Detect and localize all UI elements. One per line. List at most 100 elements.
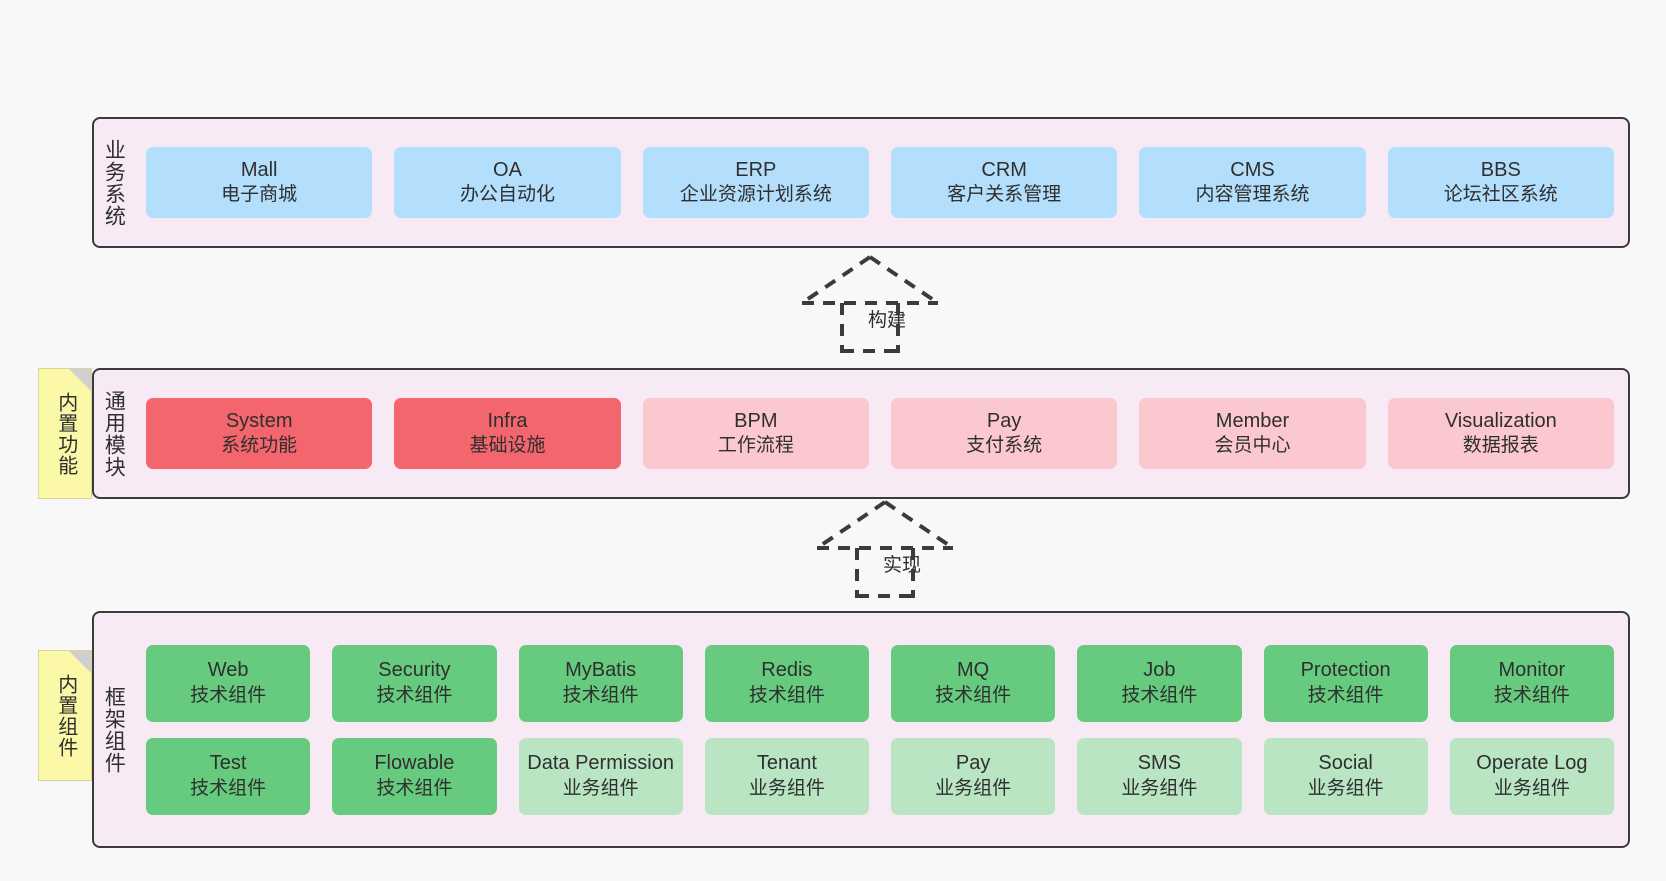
node-erp[interactable]: ERP 企业资源计划系统 xyxy=(642,147,869,218)
node-bbs[interactable]: BBS 论坛社区系统 xyxy=(1387,147,1614,218)
node-subtitle: 技术组件 xyxy=(935,684,1012,706)
node-test[interactable]: Test 技术组件 xyxy=(146,737,311,815)
node-title: Web xyxy=(207,659,249,682)
node-job[interactable]: Job 技术组件 xyxy=(1077,644,1242,722)
node-subtitle: 技术组件 xyxy=(190,777,267,799)
node-subtitle: 业务组件 xyxy=(1121,777,1198,799)
node-web[interactable]: Web 技术组件 xyxy=(146,644,311,722)
node-title: Flowable xyxy=(374,752,455,775)
node-subtitle: 系统功能 xyxy=(221,435,298,457)
layer-framework-component: 框架组件 Web 技术组件 Security 技术组件 MyBatis 技术组件… xyxy=(92,611,1630,848)
node-title: Security xyxy=(378,659,451,682)
node-title: MQ xyxy=(957,659,990,682)
node-title: SMS xyxy=(1137,752,1182,775)
node-title: BBS xyxy=(1480,158,1521,181)
node-subtitle: 技术组件 xyxy=(190,684,267,706)
note-builtin-function: 内置功能 xyxy=(38,368,92,499)
node-title: MyBatis xyxy=(565,659,637,682)
node-subtitle: 工作流程 xyxy=(717,435,794,457)
node-mall[interactable]: Mall 电子商城 xyxy=(146,147,373,218)
node-title: Visualization xyxy=(1444,409,1557,432)
node-system[interactable]: System 系统功能 xyxy=(146,398,373,469)
node-subtitle: 技术组件 xyxy=(376,684,453,706)
node-subtitle: 基础设施 xyxy=(469,435,546,457)
node-visualization[interactable]: Visualization 数据报表 xyxy=(1387,398,1614,469)
note-builtin-component: 内置组件 xyxy=(38,650,92,781)
node-subtitle: 技术组件 xyxy=(1121,684,1198,706)
layer-business-system: 业务系统 Mall 电子商城 OA 办公自动化 ERP 企业资源计划系统 CRM… xyxy=(92,117,1630,248)
node-title: Monitor xyxy=(1498,659,1566,682)
connector-implement-arrow xyxy=(815,500,955,598)
node-crm[interactable]: CRM 客户关系管理 xyxy=(890,147,1118,218)
layer-body-framework-component: Web 技术组件 Security 技术组件 MyBatis 技术组件 Redi… xyxy=(132,613,1628,846)
node-title: CMS xyxy=(1230,158,1275,181)
node-title: ERP xyxy=(735,158,777,181)
node-row: Web 技术组件 Security 技术组件 MyBatis 技术组件 Redi… xyxy=(146,644,1614,722)
node-title: Tenant xyxy=(756,752,817,775)
node-protection[interactable]: Protection 技术组件 xyxy=(1263,644,1428,722)
node-subtitle: 技术组件 xyxy=(748,684,825,706)
node-redis[interactable]: Redis 技术组件 xyxy=(704,644,869,722)
node-social[interactable]: Social 业务组件 xyxy=(1263,737,1428,815)
node-title: Infra xyxy=(487,409,528,432)
layer-label-framework-component: 框架组件 xyxy=(102,685,126,774)
node-subtitle: 业务组件 xyxy=(562,777,639,799)
layer-label-common-module: 通用模块 xyxy=(102,389,126,478)
node-oa[interactable]: OA 办公自动化 xyxy=(394,147,621,218)
layer-body-common-module: System 系统功能 Infra 基础设施 BPM 工作流程 Pay 支付系统… xyxy=(132,370,1628,497)
node-pay-module[interactable]: Pay 支付系统 xyxy=(890,398,1118,469)
node-member[interactable]: Member 会员中心 xyxy=(1139,398,1366,469)
node-subtitle: 技术组件 xyxy=(562,684,639,706)
node-row: Mall 电子商城 OA 办公自动化 ERP 企业资源计划系统 CRM 客户关系… xyxy=(146,147,1614,218)
node-subtitle: 业务组件 xyxy=(1493,777,1570,799)
node-subtitle: 客户关系管理 xyxy=(947,184,1062,206)
node-title: Pay xyxy=(955,752,991,775)
node-subtitle: 企业资源计划系统 xyxy=(679,184,832,206)
node-title: Data Permission xyxy=(527,752,674,775)
node-subtitle: 业务组件 xyxy=(935,777,1012,799)
node-title: Test xyxy=(209,752,247,775)
node-title: System xyxy=(225,409,293,432)
node-bpm[interactable]: BPM 工作流程 xyxy=(642,398,869,469)
note-label: 内置组件 xyxy=(54,673,77,758)
node-mq[interactable]: MQ 技术组件 xyxy=(891,644,1056,722)
node-title: Social xyxy=(1318,752,1373,775)
node-subtitle: 电子商城 xyxy=(221,184,298,206)
node-subtitle: 业务组件 xyxy=(748,777,825,799)
node-row: System 系统功能 Infra 基础设施 BPM 工作流程 Pay 支付系统… xyxy=(146,398,1614,469)
node-pay-component[interactable]: Pay 业务组件 xyxy=(891,737,1056,815)
node-mybatis[interactable]: MyBatis 技术组件 xyxy=(518,644,683,722)
note-fold-icon xyxy=(69,369,91,391)
node-title: Pay xyxy=(986,409,1022,432)
node-infra[interactable]: Infra 基础设施 xyxy=(394,398,621,469)
note-fold-icon xyxy=(69,651,91,673)
node-title: Mall xyxy=(240,158,278,181)
node-subtitle: 技术组件 xyxy=(376,777,453,799)
layer-common-module: 通用模块 System 系统功能 Infra 基础设施 BPM 工作流程 Pay… xyxy=(92,368,1630,499)
node-data-permission[interactable]: Data Permission 业务组件 xyxy=(518,737,683,815)
node-title: BPM xyxy=(734,409,778,432)
node-subtitle: 技术组件 xyxy=(1493,684,1570,706)
node-title: CRM xyxy=(981,158,1027,181)
node-title: Member xyxy=(1215,409,1290,432)
node-cms[interactable]: CMS 内容管理系统 xyxy=(1139,147,1366,218)
node-subtitle: 内容管理系统 xyxy=(1195,184,1310,206)
node-monitor[interactable]: Monitor 技术组件 xyxy=(1449,644,1614,722)
node-title: Operate Log xyxy=(1476,752,1588,775)
node-tenant[interactable]: Tenant 业务组件 xyxy=(704,737,869,815)
node-operate-log[interactable]: Operate Log 业务组件 xyxy=(1449,737,1614,815)
node-flowable[interactable]: Flowable 技术组件 xyxy=(332,737,497,815)
node-title: Redis xyxy=(761,659,813,682)
node-title: Protection xyxy=(1300,659,1391,682)
node-subtitle: 办公自动化 xyxy=(459,184,555,206)
note-label: 内置功能 xyxy=(54,391,77,476)
node-subtitle: 数据报表 xyxy=(1462,435,1539,457)
node-subtitle: 论坛社区系统 xyxy=(1443,184,1558,206)
layer-label-business-system: 业务系统 xyxy=(102,138,126,227)
connector-build-arrow xyxy=(800,255,940,353)
node-security[interactable]: Security 技术组件 xyxy=(332,644,497,722)
node-subtitle: 业务组件 xyxy=(1307,777,1384,799)
node-subtitle: 技术组件 xyxy=(1307,684,1384,706)
node-sms[interactable]: SMS 业务组件 xyxy=(1077,737,1242,815)
